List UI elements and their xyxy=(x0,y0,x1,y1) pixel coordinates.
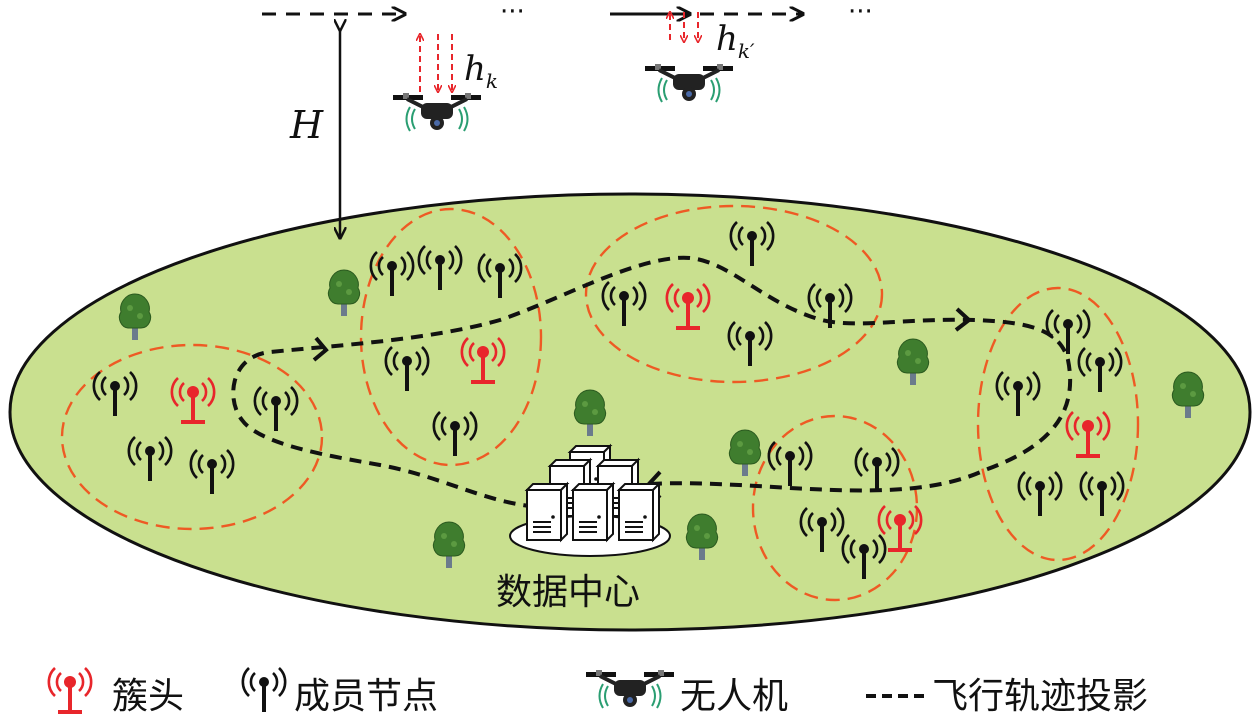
data-center xyxy=(509,445,671,557)
uav-2-altitude-label: hk′ xyxy=(716,19,755,63)
trajectory-arrow-2 xyxy=(954,307,973,332)
legend-uav-label: 无人机 xyxy=(680,676,788,717)
legend-member-label: 成员节点 xyxy=(294,676,438,717)
cluster-boundaries xyxy=(60,204,1140,602)
ellipsis-1: ··· xyxy=(500,0,525,27)
legend-member-icon xyxy=(240,666,288,714)
trajectory-arrow-1 xyxy=(312,336,329,362)
legend-uav-icon xyxy=(584,668,676,710)
ellipsis-2: ··· xyxy=(848,0,873,27)
data-center-label: 数据中心 xyxy=(496,572,640,613)
ground-area xyxy=(8,192,1252,632)
legend-trajectory-label: 飞行轨迹投影 xyxy=(932,676,1148,717)
uav-2 xyxy=(643,12,735,104)
legend-head-icon xyxy=(46,666,94,714)
legend: 簇头 成员节点 无人机 飞行轨迹投影 xyxy=(46,666,1148,717)
legend-head-label: 簇头 xyxy=(112,676,184,717)
altitude-label: H xyxy=(289,103,324,147)
uav-1-altitude-label: hk xyxy=(464,49,498,93)
flight-trajectory xyxy=(231,255,1073,508)
